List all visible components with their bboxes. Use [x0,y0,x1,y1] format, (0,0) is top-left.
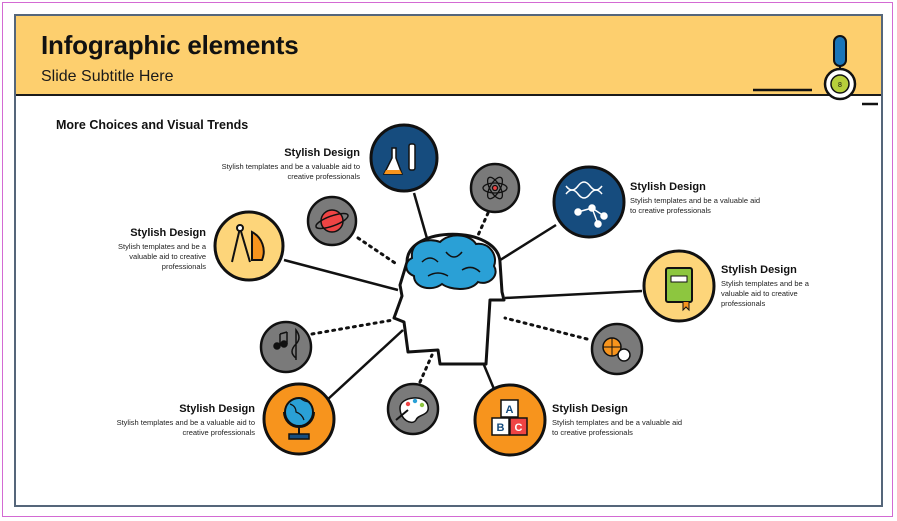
dotted-connectors [310,211,589,384]
slide-title: Infographic elements [41,30,299,60]
brain-head-icon [392,232,506,366]
node-lab-flask [369,123,439,193]
label-dna-molecule: Stylish Design Stylish templates and be … [630,181,780,216]
planet-icon [315,209,349,233]
palette-icon [395,397,429,424]
label-body: Stylish templates and be a valuable aid … [221,162,360,181]
atom-icon [482,176,508,200]
dna-molecule-icon [565,181,608,228]
svg-text:C: C [515,422,523,434]
slide: Infographic elements Slide Subtitle Here… [14,14,883,507]
node-music [259,320,313,374]
label-body: Stylish templates and be a valuable aid … [118,242,206,271]
abc-blocks-icon: A B C [491,399,528,436]
label-title: Stylish Design [130,227,206,239]
label-title: Stylish Design [721,264,797,276]
svg-text:B: B [497,422,505,434]
node-dna-molecule [552,165,626,239]
label-compass-ruler: Stylish Design Stylish templates and be … [56,227,206,272]
label-globe: Stylish Design Stylish templates and be … [105,403,255,438]
sports-balls-icon [602,337,631,362]
node-atom [469,162,521,214]
header-bar: Infographic elements Slide Subtitle Here [16,16,881,96]
key-ornament-icon: 8 [753,35,878,106]
section-heading: More Choices and Visual Trends [56,118,249,132]
label-abc-blocks: Stylish Design Stylish templates and be … [552,403,702,438]
svg-text:A: A [506,404,514,416]
node-sports-balls [590,322,644,376]
label-title: Stylish Design [179,403,255,415]
node-book [642,249,716,323]
lab-flask-icon [382,143,416,175]
globe-icon [283,397,315,440]
book-icon [665,267,693,312]
slide-subtitle: Slide Subtitle Here [41,68,174,85]
key-ornament-badge: 8 [838,82,842,89]
label-body: Stylish templates and be a valuable aid … [552,418,683,437]
label-body: Stylish templates and be a valuable aid … [116,418,255,437]
label-book: Stylish Design Stylish templates and be … [721,264,821,309]
compass-ruler-icon [231,224,265,263]
node-compass-ruler [213,210,285,282]
label-title: Stylish Design [284,147,360,159]
node-globe [262,382,336,456]
label-title: Stylish Design [552,403,628,415]
label-title: Stylish Design [630,181,706,193]
music-notes-icon [273,327,300,360]
label-lab-flask: Stylish Design Stylish templates and be … [210,147,360,182]
node-abc-blocks: A B C [473,383,547,457]
node-planet [306,195,358,247]
solid-connectors [283,192,643,401]
label-body: Stylish templates and be a valuable aid … [721,279,809,308]
label-body: Stylish templates and be a valuable aid … [630,196,761,215]
node-palette [386,382,440,436]
